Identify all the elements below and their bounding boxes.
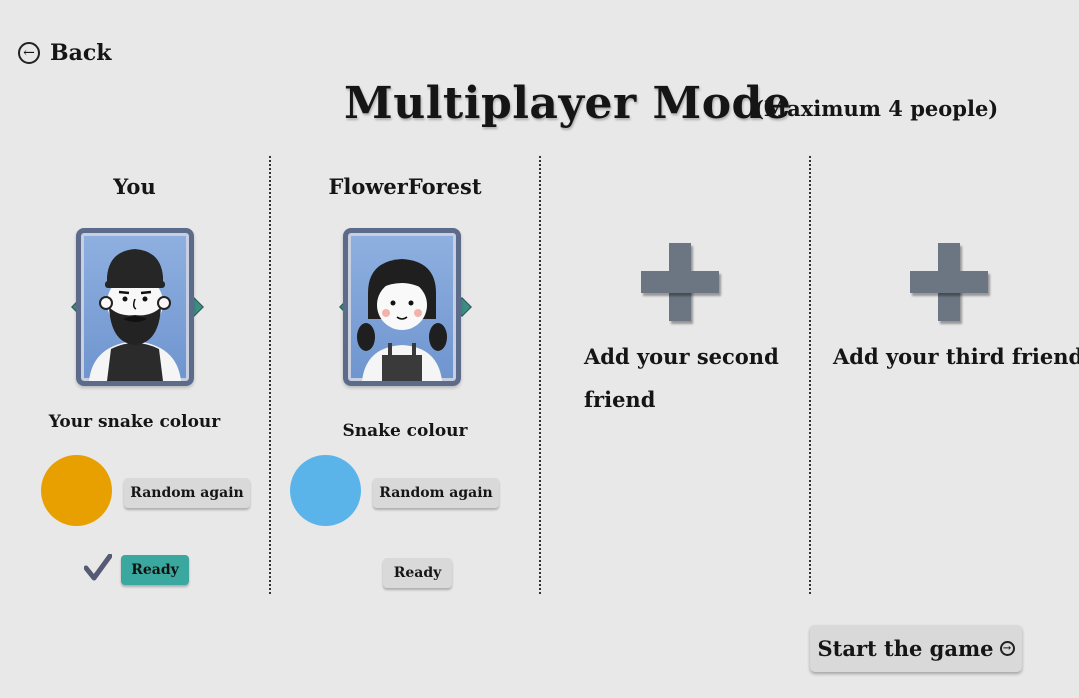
- add-friend-label[interactable]: Add your third friend: [833, 344, 1079, 369]
- snake-colour-swatch: [290, 455, 361, 526]
- girl-avatar-icon: [357, 259, 447, 381]
- back-label: Back: [50, 40, 112, 66]
- avatar: [343, 228, 461, 386]
- arrow-right-circle-icon: →: [999, 641, 1015, 656]
- column-divider: [539, 156, 541, 594]
- random-colour-button[interactable]: Random again: [124, 478, 250, 508]
- add-friend-slot-second[interactable]: Add your second friend: [541, 156, 809, 596]
- plus-icon[interactable]: [641, 243, 719, 321]
- player-card-you: You Your snake colour Random again Ready: [0, 156, 269, 596]
- player-name: FlowerForest: [328, 174, 482, 199]
- snake-colour-label: Your snake colour: [48, 412, 221, 432]
- player-card-friend: FlowerForest Snake colour Random again R…: [271, 156, 539, 596]
- ready-button[interactable]: Ready: [121, 555, 189, 585]
- add-friend-slot-third[interactable]: Add your third friend: [811, 156, 1079, 596]
- checkmark-icon: [84, 554, 112, 581]
- avatar: [76, 228, 194, 386]
- add-friend-label[interactable]: Add your second friend: [584, 344, 779, 412]
- player-name: You: [113, 174, 156, 199]
- arrow-left-circle-icon: ←: [18, 42, 40, 64]
- start-game-label: Start the game: [817, 636, 994, 661]
- page-subtitle: (Maximum 4 people): [754, 96, 999, 121]
- back-button[interactable]: ← Back: [18, 40, 112, 66]
- ready-button[interactable]: Ready: [383, 558, 452, 588]
- bearded-man-avatar-icon: [89, 249, 181, 381]
- plus-icon[interactable]: [910, 243, 988, 321]
- random-colour-button[interactable]: Random again: [373, 478, 499, 508]
- column-divider: [809, 156, 811, 594]
- snake-colour-swatch: [41, 455, 112, 526]
- snake-colour-label: Snake colour: [342, 421, 468, 441]
- start-game-button[interactable]: Start the game →: [810, 625, 1022, 672]
- page-title: Multiplayer Mode: [344, 78, 792, 129]
- column-divider: [269, 156, 271, 594]
